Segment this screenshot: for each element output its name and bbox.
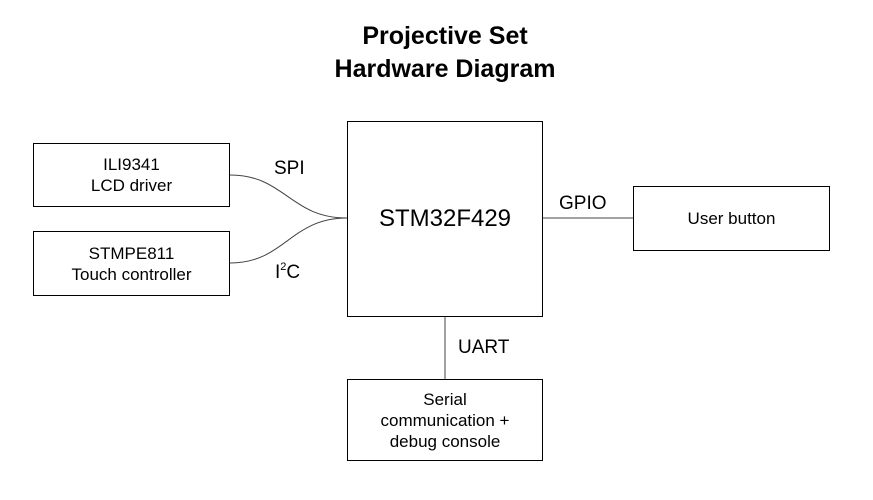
- touch-controller-block: STMPE811 Touch controller: [33, 231, 230, 296]
- i2c-label-superscript: 2: [280, 260, 287, 273]
- diagram-title-line-2: Hardware Diagram: [334, 55, 556, 83]
- mcu-label: STM32F429: [378, 205, 512, 232]
- i2c-label-prefix: I: [275, 262, 281, 283]
- spi-label: SPI: [274, 158, 305, 179]
- serial-console-block: Serial communication + debug console: [347, 379, 543, 461]
- touch-controller-description: Touch controller: [71, 264, 192, 284]
- user-button-label: User button: [687, 209, 776, 228]
- lcd-driver-block: ILI9341 LCD driver: [33, 143, 230, 207]
- touch-controller-model: STMPE811: [88, 243, 175, 263]
- mcu-block: STM32F429: [347, 121, 543, 317]
- serial-console-line-1: Serial: [423, 389, 467, 409]
- diagram-title-line-1: Projective Set: [362, 22, 528, 50]
- lcd-driver-description: LCD driver: [90, 176, 173, 195]
- uart-label: UART: [458, 337, 510, 358]
- serial-console-line-3: debug console: [389, 431, 501, 451]
- i2c-wire: [229, 217, 348, 264]
- gpio-label: GPIO: [559, 193, 607, 214]
- user-button-block: User button: [633, 186, 830, 251]
- i2c-label-suffix: C: [286, 262, 301, 283]
- i2c-label: I2C: [275, 260, 301, 284]
- lcd-driver-model: ILI9341: [103, 155, 160, 174]
- serial-console-line-2: communication +: [380, 410, 510, 430]
- spi-wire: [229, 174, 348, 219]
